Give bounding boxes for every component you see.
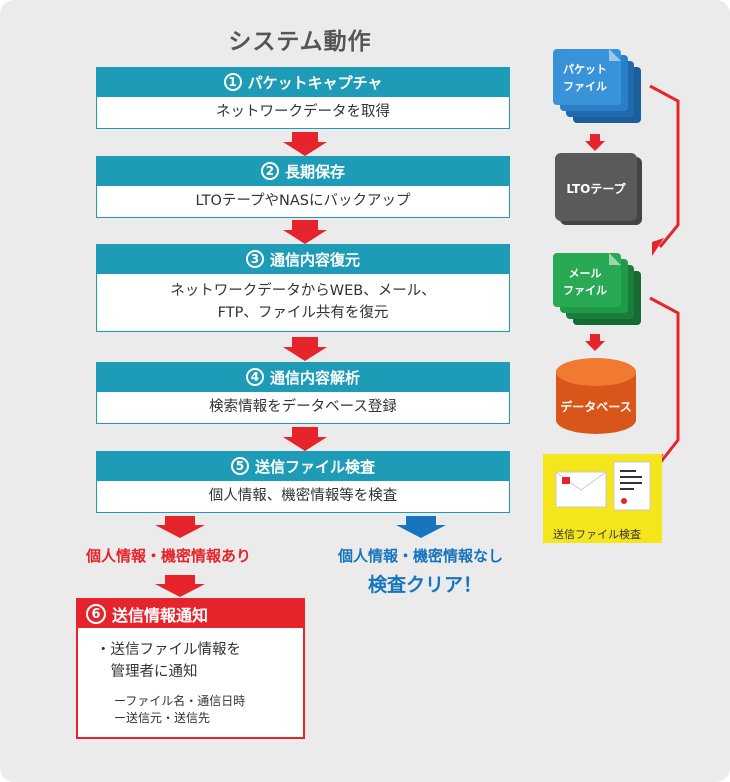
step-6-title: 送信情報通知 (112, 606, 209, 625)
mail-file-label-line-1: メール (569, 267, 602, 280)
page-title: システム動作 (228, 29, 372, 55)
step-3-number: 3 (245, 250, 264, 268)
step-3-content-restore: 3 通信内容復元 ネットワークデータからWEB、メール、 FTP、ファイル共有を… (96, 244, 510, 332)
negative-branch-label: 個人情報・機密情報なし (338, 547, 504, 565)
branch-arrow-negative (396, 516, 446, 538)
step-2-description-box: LTOテープやNASにバックアップ (96, 186, 510, 218)
step-4-description: 検索情報をデータベース登録 (209, 398, 397, 415)
lto-tape-icon: LTOテープ (555, 153, 642, 225)
step-2-long-term-storage: 2 長期保存 LTOテープやNASにバックアップ (96, 156, 510, 218)
step-3-description-box: ネットワークデータからWEB、メール、 FTP、ファイル共有を復元 (96, 274, 510, 332)
file-inspection-icon: 送信ファイル検査 (543, 454, 662, 543)
step-5-file-inspection: 5 送信ファイル検査 個人情報、機密情報等を検査 (96, 451, 510, 513)
step-5-title: 送信ファイル検査 (254, 457, 375, 476)
flow-arrow-3-4 (283, 337, 327, 361)
step-4-title: 通信内容解析 (269, 368, 360, 387)
step-6-number: 6 (86, 604, 106, 624)
arrow-mail-to-database (585, 334, 605, 351)
step-5-header: 5 送信ファイル検査 (96, 451, 510, 481)
step-2-description: LTOテープやNASにバックアップ (195, 192, 411, 209)
connector-mail-to-inspection (649, 296, 680, 464)
flow-arrow-2-3 (283, 220, 327, 244)
file-inspection-label: 送信ファイル検査 (553, 527, 641, 541)
step-1-description: ネットワークデータを取得 (216, 103, 390, 120)
step-3-title: 通信内容復元 (269, 250, 360, 269)
step-4-number: 4 (245, 368, 264, 386)
mail-file-icon: メール ファイル (553, 253, 641, 325)
inspection-clear-label: 検査クリア！ (368, 574, 483, 596)
step-4-content-analysis: 4 通信内容解析 検索情報をデータベース登録 (96, 362, 510, 424)
step-6-notification: 6 送信情報通知 ・送信ファイル情報を 管理者に通知 ーファイル名・通信日時 ー… (76, 598, 305, 739)
lto-tape-label: LTOテープ (566, 181, 626, 196)
step-2-title: 長期保存 (284, 162, 345, 181)
step-6-description-line-2: 管理者に通知 (96, 663, 198, 680)
step-4-description-box: 検索情報をデータベース登録 (96, 392, 510, 424)
connector-packet-to-mail (649, 84, 680, 248)
step-6-detail-line-1: ーファイル名・通信日時 (114, 694, 246, 708)
branch-arrow-positive (155, 516, 205, 538)
packet-file-icon: パケット ファイル (553, 49, 641, 123)
step-4-header: 4 通信内容解析 (96, 362, 510, 392)
database-label: データベース (560, 399, 631, 414)
flow-arrow-to-alert (155, 575, 205, 597)
packet-file-label-line-2: ファイル (563, 80, 607, 93)
step-3-header: 3 通信内容復元 (96, 244, 510, 274)
step-2-header: 2 長期保存 (96, 156, 510, 186)
step-1-header: 1 パケットキャプチャ (96, 67, 510, 97)
packet-file-label-line-1: パケット (563, 63, 607, 76)
positive-branch-label: 個人情報・機密情報あり (86, 547, 252, 565)
step-6-detail-line-2: ー送信元・送信先 (114, 711, 211, 726)
flow-arrow-1-2 (283, 132, 327, 156)
step-3-description-line-1: ネットワークデータからWEB、メール、 (170, 283, 436, 300)
step-3-description-line-2: FTP、ファイル共有を復元 (217, 304, 389, 321)
flow-arrow-4-5 (283, 427, 327, 451)
step-6-detail-list: ーファイル名・通信日時 ー送信元・送信先 (114, 693, 245, 728)
step-2-number: 2 (260, 162, 279, 180)
step-1-description-box: ネットワークデータを取得 (96, 97, 510, 129)
step-5-description: 個人情報、機密情報等を検査 (208, 487, 398, 504)
step-1-number: 1 (223, 73, 242, 91)
step-5-description-box: 個人情報、機密情報等を検査 (96, 481, 510, 513)
arrow-packet-to-tape (585, 134, 605, 151)
mail-file-label-line-2: ファイル (563, 284, 607, 297)
step-5-number: 5 (230, 457, 249, 475)
step-6-description-line-1: ・送信ファイル情報を (96, 642, 241, 658)
step-1-title: パケットキャプチャ (247, 73, 383, 92)
step-6-header: 6 送信情報通知 (78, 600, 303, 628)
database-icon: データベース (556, 358, 636, 434)
step-6-description: ・送信ファイル情報を 管理者に通知 (96, 640, 241, 684)
step-1-packet-capture: 1 パケットキャプチャ ネットワークデータを取得 (96, 67, 510, 129)
